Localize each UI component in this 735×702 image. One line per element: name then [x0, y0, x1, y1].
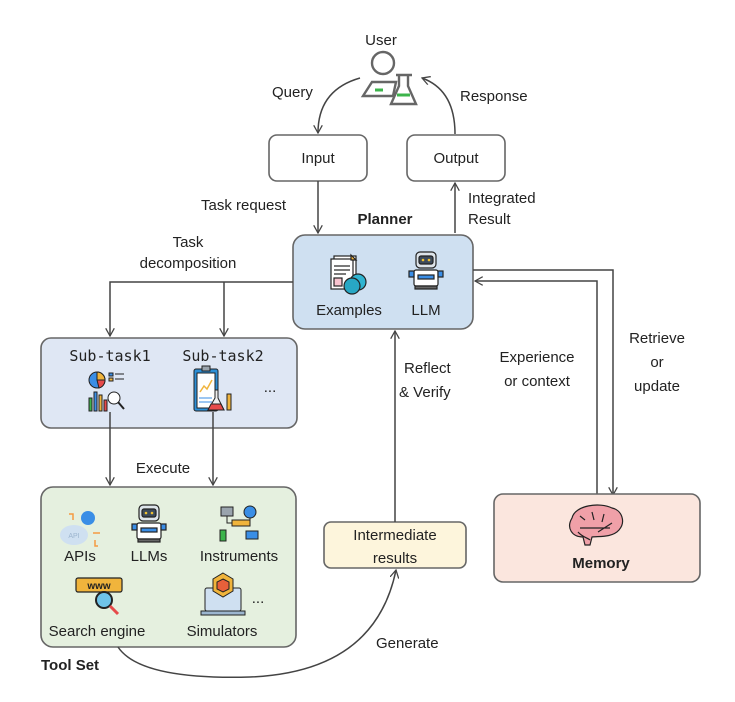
- www-search-icon: www: [75, 577, 123, 616]
- task-decomposition-arrow-1: [110, 281, 293, 336]
- reflect-label-2: & Verify: [399, 384, 451, 401]
- subtasks-node: Sub-task1 Sub-task2 ...: [40, 337, 298, 429]
- user-node: User: [360, 32, 418, 106]
- reflect-label-1: Reflect: [404, 360, 452, 377]
- toolset-more: ...: [252, 590, 265, 607]
- integrated-result-label-1: Integrated: [468, 190, 536, 207]
- svg-text:www: www: [86, 581, 111, 592]
- retrieve-label-2: or: [650, 354, 663, 371]
- memory-node: Memory: [493, 493, 701, 583]
- documents-share-icon: [330, 253, 367, 295]
- retrieve-label-1: Retrieve: [629, 330, 685, 347]
- scientist-user-icon: [360, 50, 418, 106]
- subtasks-more: ...: [264, 379, 277, 396]
- input-label: Input: [301, 150, 335, 167]
- experience-label-1: Experience: [499, 349, 574, 366]
- experience-arrow: [475, 281, 598, 497]
- generate-label: Generate: [376, 635, 439, 652]
- planner-examples-label: Examples: [316, 302, 382, 319]
- subtask1-label: Sub-task1: [69, 347, 150, 365]
- api-cloud-icon: API: [60, 511, 100, 547]
- brain-icon: [569, 504, 624, 546]
- task-request-label: Task request: [201, 197, 287, 214]
- lab-report-icon: [193, 365, 232, 412]
- query-arrow: [318, 77, 361, 133]
- robot-icon: [131, 504, 167, 543]
- toolset-title: Tool Set: [41, 657, 99, 674]
- planner-title: Planner: [357, 211, 412, 228]
- generate-arrow: [117, 570, 396, 678]
- tool-search-engine-label: Search engine: [49, 623, 146, 640]
- tool-simulators-label: Simulators: [187, 623, 258, 640]
- intermediate-label-2: results: [373, 550, 417, 567]
- tool-apis-label: APIs: [64, 548, 96, 565]
- subtask2-label: Sub-task2: [182, 347, 263, 365]
- robot-icon: [408, 251, 444, 290]
- query-label: Query: [272, 84, 313, 101]
- response-arrow: [422, 78, 456, 135]
- execute-label: Execute: [136, 460, 190, 477]
- tool-instruments-label: Instruments: [200, 548, 278, 565]
- network-devices-icon: [219, 505, 259, 542]
- retrieve-update-arrow: [473, 269, 613, 495]
- planner-node: Examples LLM: [292, 234, 474, 330]
- intermediate-results-node: Intermediate results: [323, 521, 467, 569]
- user-label: User: [365, 32, 397, 49]
- tool-llms-label: LLMs: [131, 548, 168, 565]
- output-node: Output: [406, 134, 506, 182]
- task-decomposition-label-1: Task: [173, 234, 204, 251]
- laptop-cube-icon: [200, 572, 246, 616]
- planner-llm-label: LLM: [411, 302, 440, 319]
- response-label: Response: [460, 88, 528, 105]
- retrieve-label-3: update: [634, 378, 680, 395]
- memory-label: Memory: [572, 555, 630, 572]
- data-analysis-icon: [88, 371, 125, 412]
- toolset-node: API APIs LLMs Instruments: [40, 486, 297, 648]
- output-label: Output: [433, 150, 479, 167]
- integrated-result-label-2: Result: [468, 211, 511, 228]
- input-node: Input: [268, 134, 368, 182]
- experience-label-2: or context: [504, 373, 571, 390]
- svg-text:API: API: [68, 533, 79, 540]
- intermediate-label-1: Intermediate: [353, 527, 436, 544]
- task-decomposition-label-2: decomposition: [140, 255, 237, 272]
